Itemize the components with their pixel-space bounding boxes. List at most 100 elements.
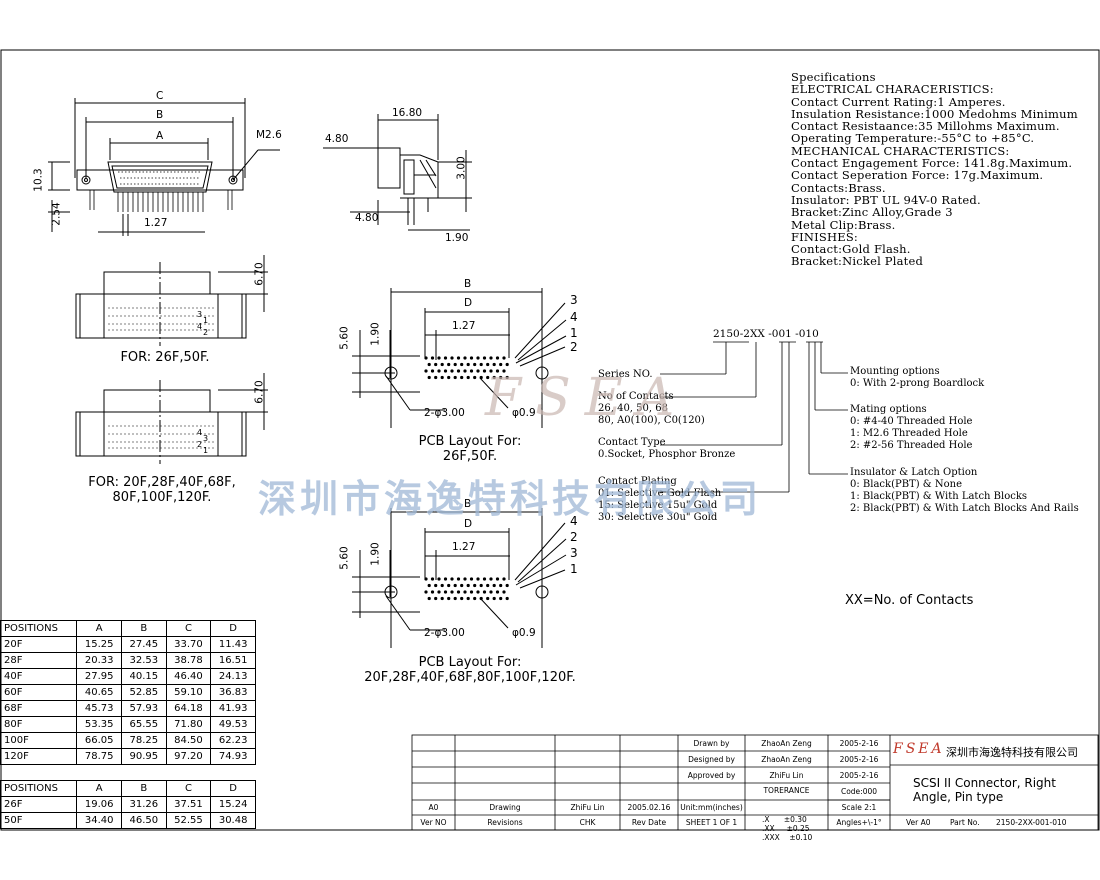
pin-hole (479, 583, 483, 588)
pin-hole (424, 369, 428, 373)
pcb2-b: B (464, 498, 472, 510)
pin-hole (482, 577, 487, 581)
designed-date: 2005-2-16 (839, 755, 879, 764)
series-label: Series NO. (598, 369, 653, 380)
pin-hole (450, 577, 454, 581)
pin-hole (437, 577, 441, 581)
pin-hole (486, 362, 490, 367)
angles: Angles+\-1° (836, 818, 882, 827)
sheet: SHEET 1 OF 1 (685, 818, 738, 827)
spec-line: Contact Engagement Force: 141.8g.Maximum… (791, 156, 1073, 171)
pin-hole (495, 356, 500, 360)
pin-hole (447, 362, 451, 367)
pin-hole (469, 590, 474, 594)
pin-hole (447, 375, 451, 380)
pin-hole (495, 590, 500, 594)
spec-line: Insulation Resistance:1000 Medohms Minim… (791, 106, 1078, 121)
pin-hole (505, 362, 509, 367)
pin-hole (430, 577, 435, 581)
pin-hole (447, 583, 451, 588)
pin-hole (466, 362, 470, 367)
dim-c: C (156, 90, 164, 102)
part-code: 2150-2XX -001 -010 (713, 328, 819, 340)
pin-hole (505, 375, 509, 380)
pin-hole (443, 590, 448, 594)
side-view (323, 114, 472, 231)
approved-date: 2005-2-16 (839, 771, 879, 780)
designed-by-label: Designed by (688, 755, 735, 764)
pin-hole (473, 583, 477, 588)
pcb1-holes: 2-φ3.00 (424, 407, 465, 419)
pin-hole (456, 590, 461, 594)
pin-hole (447, 596, 451, 601)
dim-side-tail: 1.90 (445, 232, 469, 244)
tb-company: 深圳市海逸特科技有限公司 (946, 746, 1078, 759)
pin-hole (492, 596, 496, 601)
pin-hole (424, 577, 428, 581)
tv2-pin-1: 1 (203, 446, 209, 455)
dim-m: M2.6 (256, 129, 282, 141)
pin-hole (440, 596, 444, 601)
spec-line: Specifications (791, 70, 876, 84)
pin-hole (443, 369, 448, 373)
xx-note: XX=No. of Contacts (845, 593, 974, 608)
pin-hole (466, 596, 470, 601)
pin-hole (463, 590, 467, 594)
pin-hole (469, 369, 474, 373)
pin-hole (505, 596, 509, 601)
tv2-pin-3: 3 (203, 434, 209, 443)
pcb1-pin-2: 2 (570, 340, 578, 354)
caption-tv2-line2: 80F,100F,120F. (112, 490, 212, 505)
pin-hole (430, 356, 435, 360)
pin-hole (489, 577, 493, 581)
pin-hole (463, 577, 467, 581)
tb-ver: Ver A0 (906, 818, 931, 827)
pin-hole (434, 583, 438, 588)
designed-name: ZhaoAn Zeng (761, 755, 812, 764)
spec-line: Bracket:Zinc Alloy,Grade 3 (791, 205, 953, 220)
pin-hole (486, 583, 490, 588)
pin-hole (479, 362, 483, 367)
table-cell: 120F (0, 748, 78, 765)
pcb1-pin-3: 3 (570, 293, 578, 307)
pcb1-d: D (464, 297, 473, 309)
spec-line: Contact Seperation Force: 17g.Maximum. (791, 168, 1044, 183)
pin-hole (476, 356, 480, 360)
pin-hole (450, 369, 454, 373)
tb-part-label: Part No. (950, 818, 980, 827)
pin-hole (502, 590, 506, 594)
table-cell: 74.93 (210, 748, 256, 765)
pin-hole (440, 583, 444, 588)
pin-hole (476, 590, 480, 594)
pin-hole (492, 362, 496, 367)
ver-no: Ver NO (420, 818, 447, 827)
revisions-label: Revisions (487, 818, 523, 827)
table-cell: 46.50 (121, 812, 167, 829)
pin-hole (499, 375, 503, 380)
tb-logo: FSEA (893, 741, 945, 757)
rev-zhifu: ZhiFu Lin (570, 803, 605, 812)
pin-hole (473, 596, 477, 601)
pcb1-pin-4: 4 (570, 310, 578, 324)
rev-date-label: Rev Date (631, 818, 667, 827)
tolerance-label: TORERANCE (763, 786, 810, 795)
spec-line: MECHANICAL CHARACTERISTICS: (791, 143, 1010, 158)
pin-hole (453, 362, 457, 367)
pin-hole (443, 577, 448, 581)
scale: Scale 2:1 (841, 803, 877, 812)
pcb-layout-1-lines (352, 288, 567, 428)
watermark-logo: FSEA (485, 368, 689, 428)
